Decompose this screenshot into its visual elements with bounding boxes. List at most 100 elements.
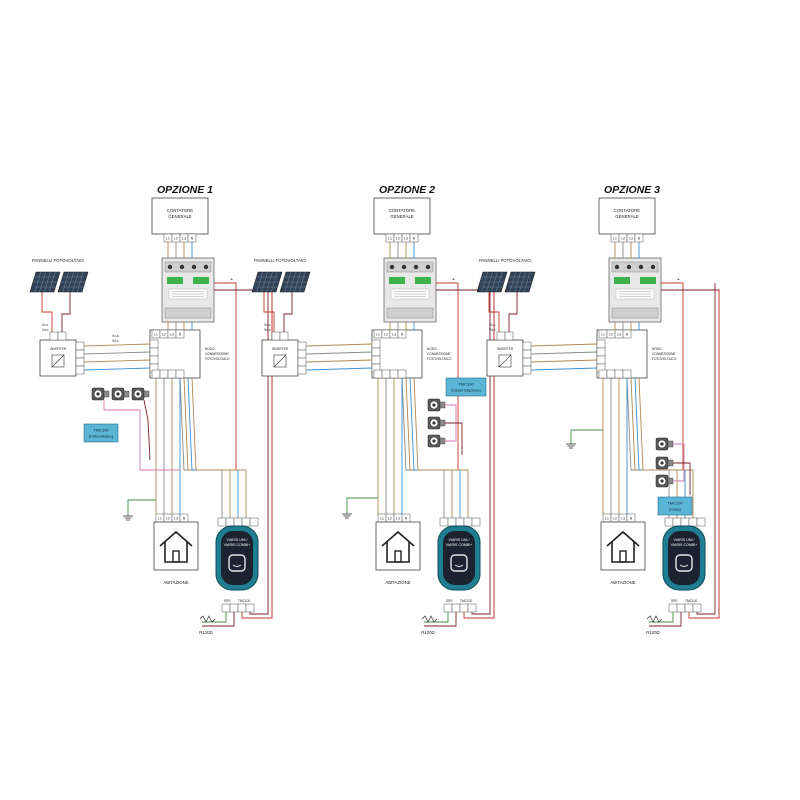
terminal <box>217 517 227 527</box>
terminal <box>522 357 532 367</box>
nodo-label-line3: FOTOVOLTAICO <box>427 357 452 361</box>
nodo-left-terminals <box>149 339 159 373</box>
minus-sign: - <box>673 292 675 298</box>
house-icon <box>600 521 646 571</box>
terminal <box>237 603 247 613</box>
current-transformer-2 <box>111 387 130 401</box>
wire-ground <box>127 499 156 512</box>
wire-nodo-charger <box>187 377 239 518</box>
green-terminal <box>614 277 630 284</box>
green-terminal <box>640 277 656 284</box>
vca-label: Vc.a. <box>112 334 119 338</box>
wire-tmc-bus <box>696 283 716 615</box>
vcc-label: Vc.c. <box>489 323 496 327</box>
wire-rs485 <box>649 612 682 627</box>
terminal <box>443 603 453 613</box>
terminal-label: L1 <box>613 236 617 240</box>
wire-inverter-nodo <box>305 351 373 355</box>
option-title: OPZIONE 3 <box>604 184 660 196</box>
pannelli-label: PANNELLI FOTOVOLTAICI <box>254 258 306 263</box>
terminal <box>680 517 690 527</box>
wire-tmc-bus <box>249 283 269 615</box>
terminal-label: L2 <box>174 236 178 240</box>
terminal-label: L3 <box>392 332 396 336</box>
terminal-label: L3 <box>621 516 625 520</box>
solar-panel-left <box>251 271 283 293</box>
terminal <box>664 517 674 527</box>
nodo-label-line3: FOTOVOLTAICO <box>652 357 677 361</box>
contatore-box <box>151 197 209 235</box>
terminal <box>49 331 59 341</box>
terminal <box>504 331 514 341</box>
terminal <box>167 369 177 379</box>
ground-symbol <box>342 510 352 519</box>
green-terminal <box>389 277 405 284</box>
nodo-label-line1: NODO <box>652 347 662 351</box>
contatore-label-line2: GENERALE <box>390 214 414 219</box>
nodo-label-line2: CONNESSIONE <box>652 352 676 356</box>
terminal <box>297 349 307 359</box>
tmc-terminal-label: TMC100 <box>238 599 250 603</box>
terminal <box>279 331 289 341</box>
current-transformer-1 <box>91 387 110 401</box>
terminal <box>451 603 461 613</box>
solar-panel-left <box>476 271 508 293</box>
wire-inverter-nodo <box>305 359 373 363</box>
terminal-label: N <box>626 332 629 336</box>
wire-panel-inverter <box>41 292 53 332</box>
charger-label-line1: VIARIS UNI / <box>227 538 248 542</box>
charger-label-line1: VIARIS UNI / <box>674 538 695 542</box>
current-transformer-3 <box>655 474 674 488</box>
charger-terminals <box>439 517 481 527</box>
terminal-label: N <box>179 332 182 336</box>
terminal <box>614 369 624 379</box>
terminal-label: L3 <box>170 332 174 336</box>
green-terminal <box>167 277 183 284</box>
terminal-label: L1 <box>388 236 392 240</box>
terminal <box>233 517 243 527</box>
solar-panel-right <box>57 271 89 293</box>
wire-panel-inverter <box>283 292 293 332</box>
terminal <box>397 369 407 379</box>
nodo-label-line2: CONNESSIONE <box>427 352 451 356</box>
inverter-label: INVERTER <box>497 347 514 351</box>
rs485-label: SRS <box>671 599 678 603</box>
current-transformer-1 <box>655 437 674 451</box>
wire-inverter-nodo <box>83 343 151 347</box>
ground-symbol <box>123 512 133 521</box>
nodo-label-line1: NODO <box>427 347 437 351</box>
abitazione-label: ABITAZIONE <box>385 580 410 585</box>
terminal <box>463 517 473 527</box>
terminal-label: N <box>405 516 408 520</box>
pannelli-label: PANNELLI FOTOVOLTAICI <box>479 258 531 263</box>
inverter-icon <box>51 354 65 368</box>
wire-ground <box>570 429 603 440</box>
terminal-label: L1 <box>605 516 609 520</box>
tmc-terminal-label: TMC100 <box>685 599 697 603</box>
terminal <box>175 369 185 379</box>
terminal <box>229 603 239 613</box>
solar-panel-right <box>279 271 311 293</box>
contatore-label-line1: CONTATORE <box>614 208 640 213</box>
terminal-label: N <box>401 332 404 336</box>
resistor-label: R120Ω <box>421 630 435 635</box>
terminal <box>455 517 465 527</box>
inverter-terminals <box>75 341 85 375</box>
current-transformer-3 <box>131 387 150 401</box>
terminal-label: L1 <box>158 516 162 520</box>
nodo-bottom-terminals <box>598 369 632 379</box>
vdc2-label: Vd.c. <box>112 339 119 343</box>
terminal <box>159 369 169 379</box>
terminal-label: L3 <box>174 516 178 520</box>
terminal <box>684 603 694 613</box>
inverter-dc-terminals <box>271 331 289 341</box>
terminal <box>696 517 706 527</box>
tmc100-label-line1: TMC100 <box>458 382 474 387</box>
terminal <box>225 517 235 527</box>
